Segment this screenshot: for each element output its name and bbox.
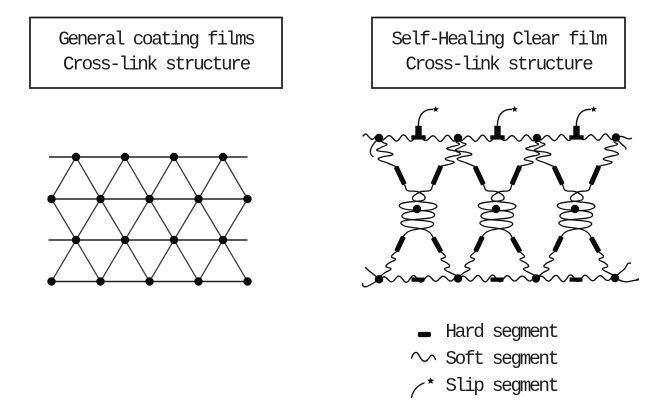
svg-text:Cross-link structure: Cross-link structure	[405, 53, 593, 75]
svg-text:Slip segment: Slip segment	[446, 375, 558, 397]
svg-text:Hard segment: Hard segment	[446, 321, 558, 343]
svg-text:Cross-link structure: Cross-link structure	[63, 53, 251, 75]
svg-text:Self-Healing Clear film: Self-Healing Clear film	[392, 29, 608, 51]
svg-text:General coating films: General coating films	[58, 29, 254, 51]
svg-text:Soft segment: Soft segment	[446, 348, 558, 370]
